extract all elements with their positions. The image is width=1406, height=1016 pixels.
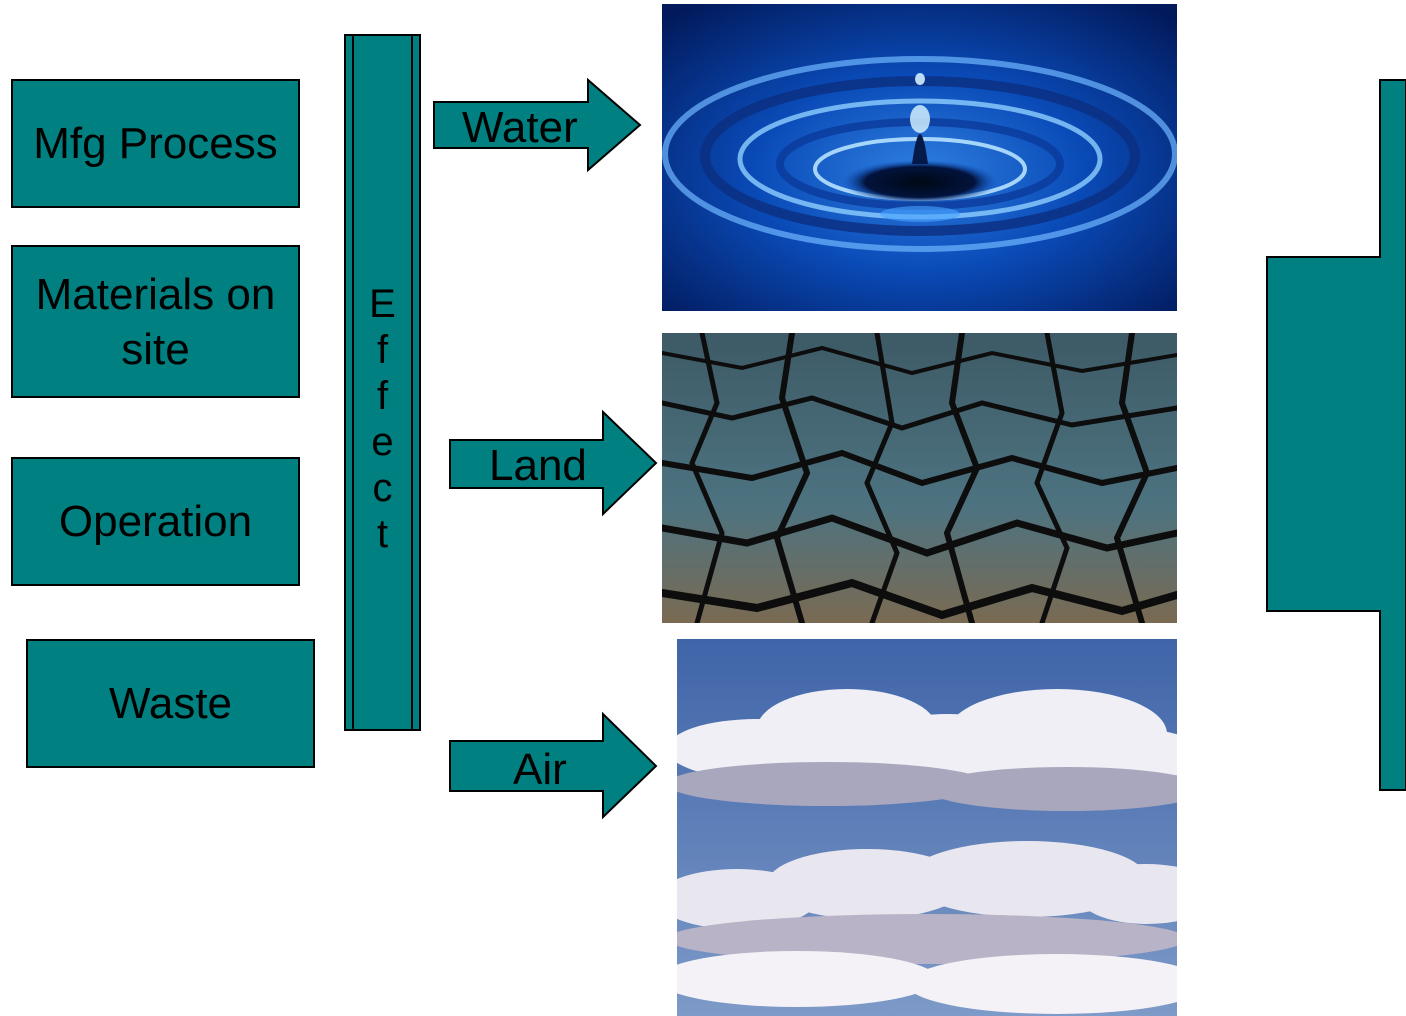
arrow-label-air: Air: [513, 748, 567, 792]
arrow-label-water: Water: [462, 106, 578, 150]
arrow-label-land: Land: [489, 444, 587, 488]
water-photo: [662, 4, 1177, 311]
air-photo: [677, 639, 1177, 1016]
land-photo: [662, 333, 1177, 623]
arrow-big-right: [1267, 80, 1406, 790]
